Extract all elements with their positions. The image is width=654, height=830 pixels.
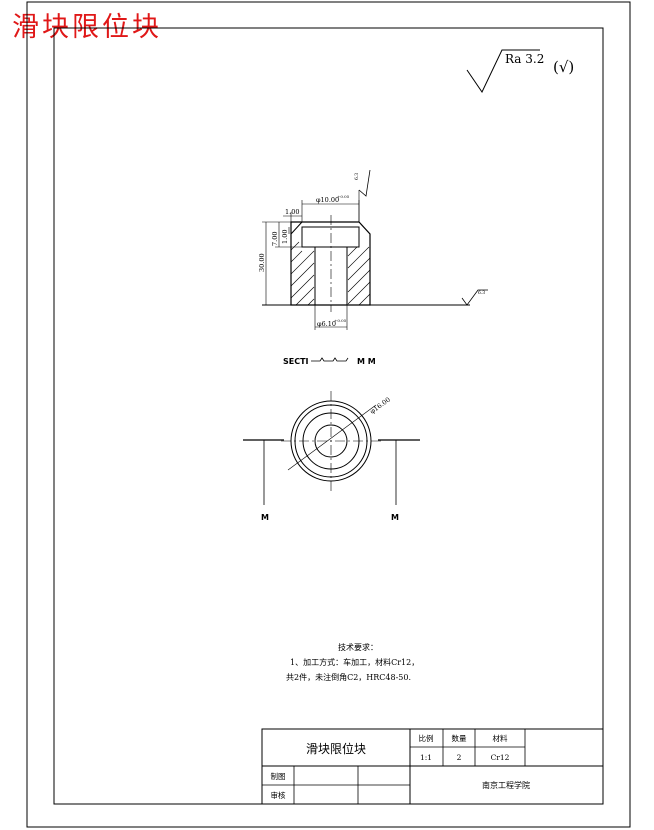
section-cut-markers: M M: [243, 439, 420, 522]
surface-mark-base: 6.3: [478, 290, 485, 296]
dim-chamfer: 1.00: [281, 230, 289, 244]
tech-line-2: 共2件，未注倒角C2，HRC48-50.: [286, 672, 411, 682]
title-block-review-label: 审核: [271, 790, 286, 800]
marker-right: M: [391, 513, 399, 522]
front-view: φ10.00 +0.05 1.00 30.00 7.00 1.00 φ6.10 …: [258, 169, 488, 330]
inner-frame: [53, 27, 604, 805]
roughness-paren: (√): [553, 58, 574, 76]
title-block-quantity-label: 数量: [452, 733, 467, 743]
title-block-drawn-label: 制图: [271, 771, 286, 781]
counterbore: [301, 226, 360, 248]
dim-top-diameter-tol: +0.05: [337, 194, 350, 199]
title-block-scale-label: 比例: [419, 733, 434, 743]
top-view: φ16.00: [281, 391, 392, 491]
section-label: SECTI M M: [283, 357, 376, 366]
title-block-material: Cr12: [491, 753, 510, 762]
body-outline: [290, 221, 371, 306]
title-block-quantity: 2: [457, 753, 462, 762]
marker-left: M: [261, 513, 269, 522]
section-label-prefix: SECTI: [283, 357, 309, 366]
dim-top-step: 1.00: [285, 208, 299, 216]
dim-top-view-diameter: φ16.00: [368, 396, 391, 416]
title-block-company: 南京工程学院: [482, 780, 530, 790]
dim-top-diameter: φ10.00: [316, 196, 339, 204]
tech-heading: 技术要求：: [338, 642, 378, 652]
outer-frame: [26, 1, 631, 828]
roughness-value: Ra 3.2: [505, 52, 544, 66]
title-block-material-label: 材料: [493, 733, 508, 743]
dim-bottom-diameter-tol: +0.05: [334, 318, 347, 323]
section-label-suffix: M M: [357, 357, 376, 366]
title-block-scale: 1:1: [420, 753, 432, 762]
section-hatching: [290, 241, 371, 306]
inner-hole: [314, 424, 348, 458]
tech-line-1: 1、加工方式：车加工，材料Cr12，: [290, 657, 419, 667]
dim-depth: 7.00: [271, 232, 279, 246]
surface-mark-top: 6.3: [354, 173, 360, 180]
tech-requirements: 技术要求： 1、加工方式：车加工，材料Cr12， 共2件，未注倒角C2，HRC4…: [286, 642, 419, 682]
title-block-part-name: 滑块限位块: [306, 741, 366, 756]
roughness-symbol: Ra 3.2 (√): [466, 49, 574, 94]
dim-height: 30.00: [258, 253, 266, 272]
surface-mark-base-icon: [461, 289, 488, 306]
title-block: [261, 728, 604, 805]
surface-mark-top-icon: [358, 169, 371, 197]
dim-bottom-diameter: φ6.10: [317, 320, 336, 328]
